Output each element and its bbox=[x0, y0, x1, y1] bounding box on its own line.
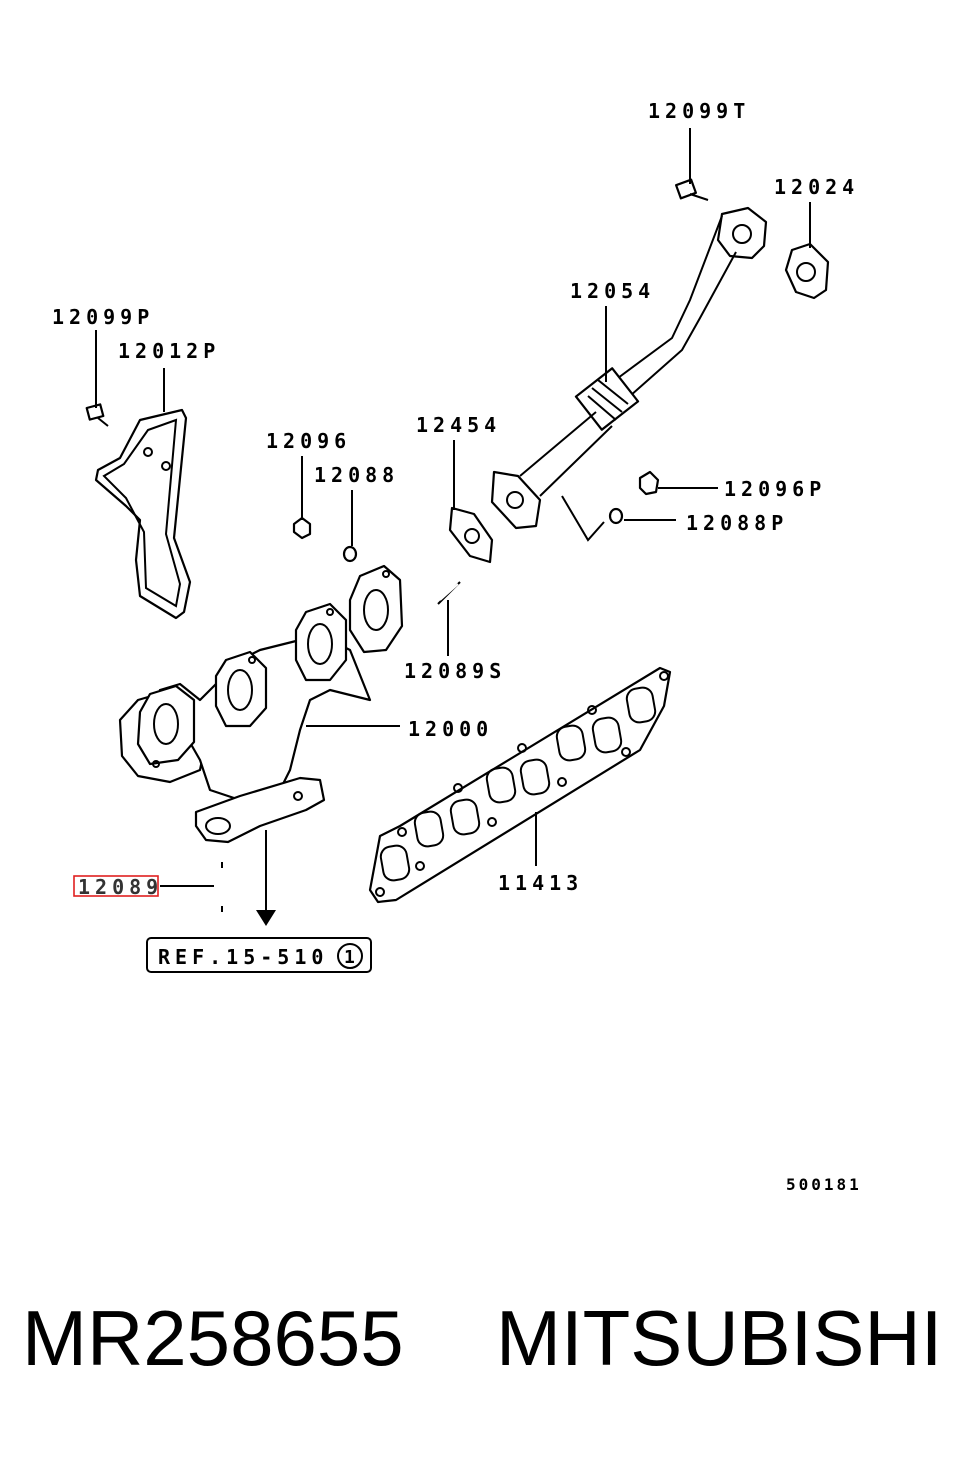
label-12089[interactable]: 12089 bbox=[78, 875, 163, 899]
part-number: MR258655 bbox=[22, 1294, 404, 1382]
manifold-stud-short[interactable] bbox=[437, 581, 461, 605]
label-12089S[interactable]: 12089S bbox=[404, 659, 506, 683]
footer: MR258655 MITSUBISHI bbox=[0, 1288, 960, 1398]
label-12012P[interactable]: 12012P bbox=[118, 339, 220, 363]
reference-arrow bbox=[256, 910, 276, 926]
manifold-nut[interactable] bbox=[292, 516, 312, 540]
label-12454[interactable]: 12454 bbox=[416, 413, 501, 437]
label-12096[interactable]: 12096 bbox=[266, 429, 351, 453]
reference-box[interactable]: REF.15-510 1 bbox=[146, 937, 372, 973]
pipe-gasket-lower[interactable] bbox=[448, 506, 494, 564]
reference-text: REF.15-510 bbox=[158, 945, 328, 969]
label-12054[interactable]: 12054 bbox=[570, 279, 655, 303]
label-11413[interactable]: 11413 bbox=[498, 871, 583, 895]
flange-bolt[interactable] bbox=[674, 178, 709, 201]
label-12000[interactable]: 12000 bbox=[408, 717, 493, 741]
flange-nut[interactable] bbox=[638, 470, 660, 496]
pipe-gasket-upper[interactable] bbox=[784, 242, 830, 300]
label-12024[interactable]: 12024 bbox=[774, 175, 859, 199]
highlight-box bbox=[73, 875, 159, 897]
drawing-code: 500181 bbox=[786, 1175, 862, 1194]
leader-lines bbox=[95, 128, 811, 910]
flange-washer[interactable] bbox=[608, 507, 624, 525]
reference-circle-number: 1 bbox=[344, 947, 355, 968]
label-12088[interactable]: 12088 bbox=[314, 463, 399, 487]
callout-labels: 12099T 12024 12054 12099P 12012P 12454 1… bbox=[52, 99, 859, 899]
label-12096P[interactable]: 12096P bbox=[724, 477, 826, 501]
manifold-washer[interactable] bbox=[342, 545, 358, 563]
protector-bolt[interactable] bbox=[85, 403, 109, 427]
egr-pipe[interactable] bbox=[490, 206, 768, 530]
label-12099T[interactable]: 12099T bbox=[648, 99, 750, 123]
exhaust-manifold[interactable] bbox=[118, 564, 404, 844]
pipe-bellows bbox=[574, 367, 640, 431]
label-12099P[interactable]: 12099P bbox=[52, 305, 154, 329]
heat-protector[interactable] bbox=[94, 408, 192, 620]
manifold-gasket[interactable] bbox=[368, 666, 672, 904]
label-12088P[interactable]: 12088P bbox=[686, 511, 788, 535]
brand-name: MITSUBISHI bbox=[496, 1294, 943, 1382]
